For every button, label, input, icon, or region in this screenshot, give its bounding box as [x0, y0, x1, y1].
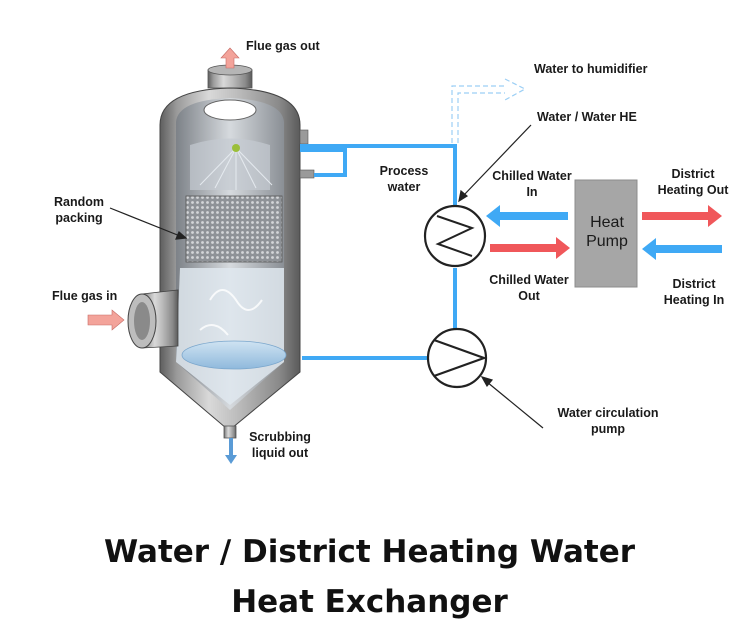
heat-pump-label: Heat Pump	[586, 214, 628, 250]
diagram-title-line-1: Water / District Heating Water	[103, 534, 636, 570]
water-water-heat-exchanger	[423, 204, 487, 268]
pointer-lines	[109, 124, 544, 429]
water-circulation-pump	[426, 327, 488, 389]
flue-gas-in-label: Flue gas in	[52, 289, 118, 303]
flue-gas-out-label: Flue gas out	[246, 39, 320, 53]
process-water-pipes	[300, 144, 457, 360]
chilled-water-out-label: Chilled Water Out	[489, 273, 569, 303]
district-heating-in-label: District Heating In	[663, 277, 725, 307]
district-heating-out-arrow	[642, 205, 722, 227]
flue-gas-outlet-nozzle	[207, 64, 253, 89]
chilled-water-out-arrow	[490, 237, 570, 259]
process-water-label: Process water	[379, 164, 429, 194]
district-heating-out-label: District Heating Out	[657, 167, 729, 197]
flue-gas-inlet-duct	[127, 289, 179, 349]
flue-gas-out-arrow	[220, 47, 240, 69]
diagram-title-line-2: Heat Exchanger	[231, 584, 508, 620]
water-circulation-pump-label: Water circulation pump	[557, 406, 659, 436]
random-packing-label: Random packing	[54, 195, 104, 225]
heat-pump-box	[574, 179, 638, 288]
scrubber-vessel	[159, 87, 315, 439]
water-water-he-label: Water / Water HE	[537, 110, 637, 124]
scrubbing-liquid-arrow	[225, 438, 237, 464]
district-heating-in-arrow	[642, 238, 722, 260]
humidifier-dashed-pipe	[451, 78, 527, 143]
flue-gas-in-arrow	[87, 309, 125, 331]
chilled-water-in-label: Chilled Water In	[492, 169, 572, 199]
scrubbing-liquid-out-label: Scrubbing liquid out	[249, 430, 311, 460]
water-to-humidifier-label: Water to humidifier	[534, 62, 648, 76]
chilled-water-in-arrow	[486, 205, 568, 227]
